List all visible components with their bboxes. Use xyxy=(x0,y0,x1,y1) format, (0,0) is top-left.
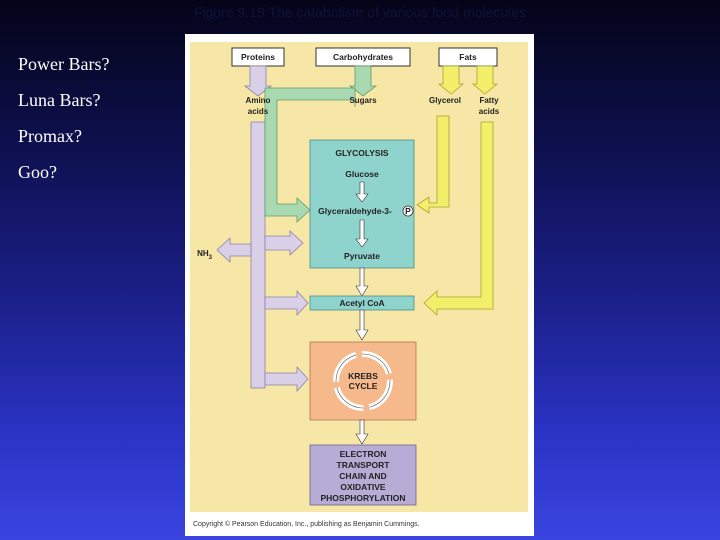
g3p-to-pyruvate-arrow xyxy=(355,219,369,248)
carbs-to-sugars-arrow xyxy=(348,65,378,97)
etc-label-line-4: OXIDATIVE xyxy=(340,482,386,492)
etc-label-line-5: PHOSPHORYLATION xyxy=(320,493,405,503)
bullet-item: Power Bars? xyxy=(18,54,110,74)
fatty-acids-label-line-2: acids xyxy=(479,107,500,116)
catabolism-figure: Proteins Carbohydrates Fats GLYCOLY xyxy=(185,34,534,536)
bullet-item: Goo? xyxy=(18,162,57,182)
amino-to-krebs-arrow xyxy=(264,365,309,393)
nh3-label: NH3 xyxy=(197,249,213,261)
glycolysis-title: GLYCOLYSIS xyxy=(335,148,389,158)
fatty-acids-to-acetyl-arrow xyxy=(423,121,494,316)
slide-title: Figure 9.19 The catabolism of various fo… xyxy=(193,4,527,20)
etc-box xyxy=(309,444,417,506)
copyright-notice: Copyright © Pearson Education, Inc., pub… xyxy=(193,521,420,528)
krebs-cycle-outline xyxy=(335,353,391,409)
amino-to-pyruvate-arrow xyxy=(264,230,304,256)
bullet-item: Promax? xyxy=(18,126,82,146)
glucose-to-g3p-arrow xyxy=(355,181,369,203)
fats-to-fatty-acids-arrow xyxy=(471,65,499,95)
etc-label-line-2: TRANSPORT xyxy=(337,460,391,470)
fatty-acids-label-line-1: Fatty xyxy=(479,96,499,105)
pyruvate-label: Pyruvate xyxy=(344,251,380,261)
krebs-label-line-2: CYCLE xyxy=(349,381,378,391)
carbohydrates-label: Carbohydrates xyxy=(333,52,393,62)
acetyl-to-krebs-arrow xyxy=(355,309,369,341)
amino-acids-label-line-2: acids xyxy=(248,107,269,116)
proteins-label: Proteins xyxy=(241,52,275,62)
phosphate-label: P xyxy=(405,206,411,216)
fats-label: Fats xyxy=(459,52,477,62)
catabolism-diagram: Proteins Carbohydrates Fats GLYCOLY xyxy=(190,42,528,512)
amino-to-acetyl-arrow xyxy=(264,289,309,317)
bullet-list: Power Bars? Luna Bars? Promax? Goo? xyxy=(18,54,109,198)
fats-to-glycerol-arrow xyxy=(437,65,465,95)
amino-acids-stem xyxy=(250,121,266,389)
sugars-label: Sugars xyxy=(349,96,377,105)
g3p-label: Glyceraldehyde-3- xyxy=(318,206,392,216)
fat-pathway xyxy=(416,65,499,316)
acetyl-coa-label: Acetyl CoA xyxy=(339,298,384,308)
glycerol-label: Glycerol xyxy=(429,96,461,105)
protein-pathway xyxy=(216,65,309,393)
pyruvate-to-acetyl-arrow xyxy=(355,267,369,297)
phosphate-icon xyxy=(402,205,414,217)
etc-label-line-1: ELECTRON xyxy=(340,449,387,459)
proteins-to-amino-arrow xyxy=(243,65,273,97)
amino-acids-label-line-1: Amino xyxy=(246,96,271,105)
carbohydrate-pathway xyxy=(264,65,378,223)
glucose-label: Glucose xyxy=(345,169,379,179)
krebs-to-etc-arrow xyxy=(355,419,369,445)
nh3-arrow xyxy=(216,237,252,263)
glycolysis-box xyxy=(309,139,415,269)
diagram-panel xyxy=(190,42,528,512)
bullet-item: Luna Bars? xyxy=(18,90,101,110)
krebs-label-line-1: KREBS xyxy=(348,371,378,381)
glycerol-to-g3p-arrow xyxy=(416,115,450,214)
etc-label-line-3: CHAIN AND xyxy=(339,471,386,481)
fats-box xyxy=(438,47,498,67)
